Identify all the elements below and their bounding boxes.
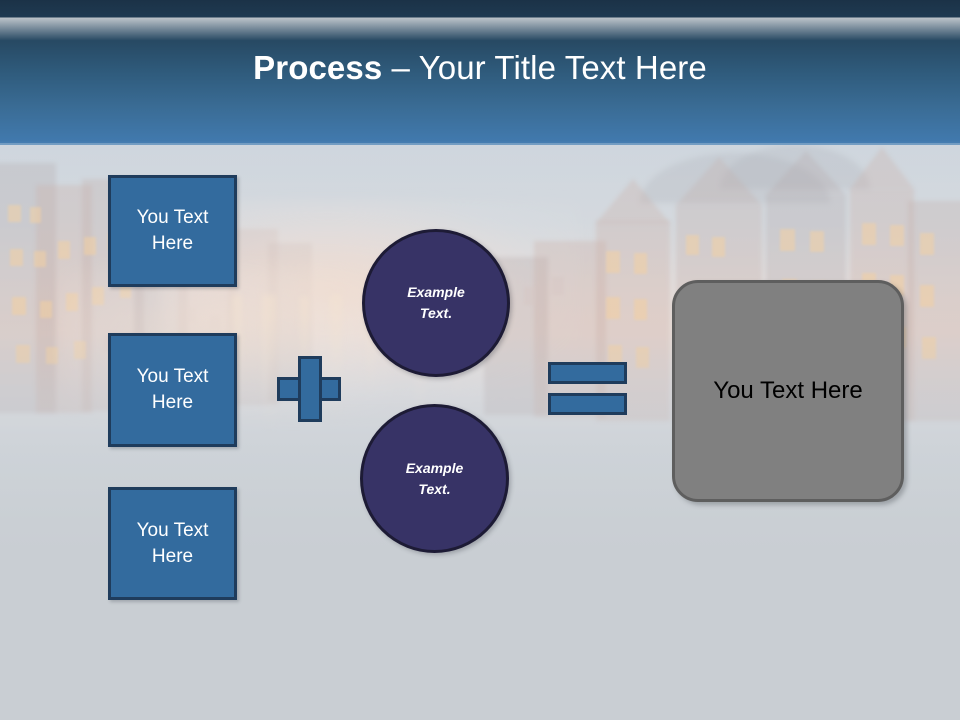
example-circle-1[interactable]: Example Text.: [362, 229, 510, 377]
input-box-2-label: You Text Here: [136, 366, 209, 413]
page-title: Process – Your Title Text Here: [0, 48, 960, 88]
example-circle-2-label: Example Text.: [405, 459, 464, 497]
plus-icon: [277, 356, 341, 422]
input-box-1[interactable]: You Text Here: [108, 175, 237, 287]
equals-icon: [548, 362, 627, 415]
title-bar: [0, 0, 960, 145]
equals-icon-bottom-bar: [548, 393, 627, 415]
result-box-label: You Text Here: [713, 377, 863, 404]
plus-icon-center-fill: [301, 380, 319, 398]
example-circle-2[interactable]: Example Text.: [360, 404, 509, 553]
result-box[interactable]: You Text Here: [672, 280, 904, 502]
input-box-1-label: You Text Here: [136, 207, 209, 254]
input-box-2[interactable]: You Text Here: [108, 333, 237, 447]
page-title-strong: Process: [253, 49, 383, 86]
input-box-3-label: You Text Here: [136, 519, 209, 567]
title-bar-divider: [0, 143, 960, 145]
input-box-3[interactable]: You Text Here: [108, 487, 237, 600]
example-circle-1-label: Example Text.: [407, 284, 465, 321]
equals-icon-top-bar: [548, 362, 627, 384]
page-title-rest: – Your Title Text Here: [382, 49, 707, 86]
